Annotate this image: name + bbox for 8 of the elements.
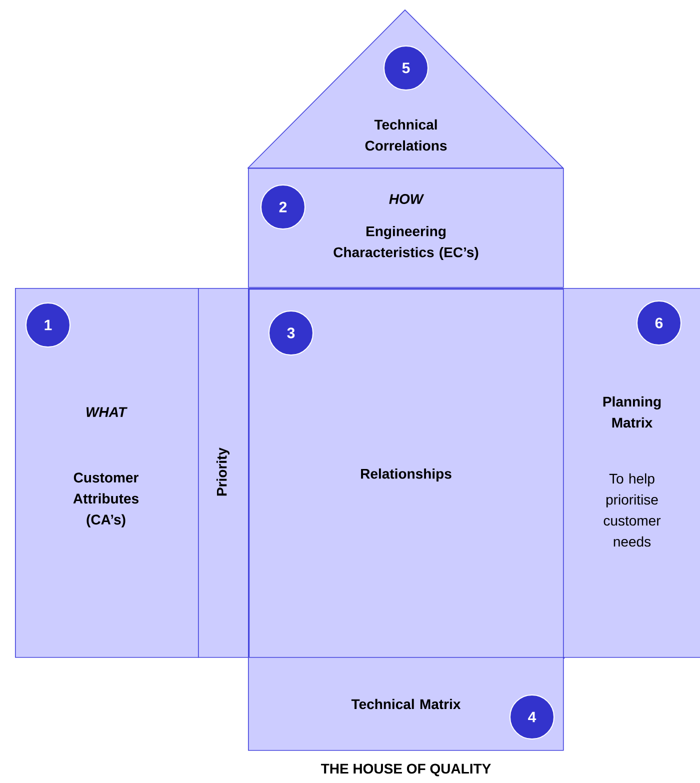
number-badge: 2 (260, 184, 306, 230)
caption: THE HOUSE OF QUALITY (321, 764, 491, 776)
number-badge: 1 (26, 302, 70, 348)
number-badge: 4 (510, 694, 554, 740)
number-badge: 6 (636, 300, 682, 346)
number-badge: 5 (384, 46, 428, 90)
matrix-section: Priority (198, 288, 249, 658)
number-badge: 3 (268, 310, 314, 356)
